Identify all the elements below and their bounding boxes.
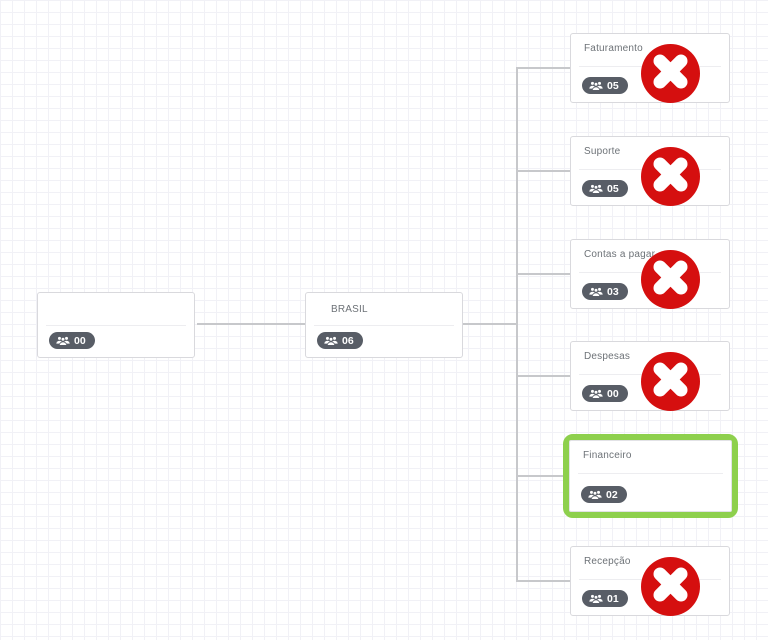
org-node-brasil[interactable]: BRASIL 06 [305, 292, 463, 358]
connector-branch-recepcao [517, 580, 570, 582]
node-title: Financeiro [583, 450, 632, 461]
users-group-icon [589, 81, 603, 91]
member-count-badge: 02 [581, 486, 627, 503]
node-divider [314, 325, 454, 326]
x-cross-icon [641, 248, 700, 312]
selected-node-highlight: Financeiro 02 [563, 434, 738, 518]
member-count: 00 [607, 387, 619, 400]
x-cross-icon [641, 350, 700, 414]
member-count-badge: 03 [582, 283, 628, 300]
users-group-icon [324, 336, 338, 346]
users-group-icon [588, 490, 602, 500]
x-cross-icon [641, 555, 700, 619]
node-title: Despesas [584, 351, 631, 362]
member-count-badge: 06 [317, 332, 363, 349]
org-node-despesas[interactable]: Despesas 00 [570, 341, 730, 411]
users-group-icon [589, 287, 603, 297]
delete-node-button[interactable] [641, 44, 700, 103]
x-cross-icon [641, 42, 700, 106]
member-count-badge: 05 [582, 180, 628, 197]
node-title: Recepção [584, 556, 631, 567]
node-divider [46, 325, 186, 326]
users-group-icon [589, 594, 603, 604]
users-group-icon [589, 389, 603, 399]
member-count: 05 [607, 79, 619, 92]
member-count: 02 [606, 488, 618, 501]
org-node-faturamento[interactable]: Faturamento 05 [570, 33, 730, 103]
member-count: 06 [342, 334, 354, 347]
delete-node-button[interactable] [641, 557, 700, 616]
connector-branch-despesas [517, 375, 570, 377]
member-count: 01 [607, 592, 619, 605]
node-title: Faturamento [584, 43, 643, 54]
member-count: 05 [607, 182, 619, 195]
member-count-badge: 05 [582, 77, 628, 94]
delete-node-button[interactable] [641, 352, 700, 411]
connector-branch-contas [517, 273, 570, 275]
x-cross-icon [641, 145, 700, 209]
connector-brasil-trunk [463, 323, 517, 325]
org-node-financeiro[interactable]: Financeiro 02 [569, 440, 732, 512]
users-group-icon [589, 184, 603, 194]
connector-branch-suporte [517, 170, 570, 172]
connector-branch-faturamento [517, 67, 570, 69]
org-node-contas-a-pagar[interactable]: Contas a pagar 03 [570, 239, 730, 309]
node-title: BRASIL [331, 304, 368, 315]
delete-node-button[interactable] [641, 147, 700, 206]
member-count-badge: 01 [582, 590, 628, 607]
org-node-recepcao[interactable]: Recepção 01 [570, 546, 730, 616]
member-count: 03 [607, 285, 619, 298]
org-node-suporte[interactable]: Suporte 05 [570, 136, 730, 206]
member-count-badge: 00 [582, 385, 628, 402]
connector-trunk [516, 67, 518, 582]
member-count: 00 [74, 334, 86, 347]
node-title: Suporte [584, 146, 621, 157]
connector-branch-financeiro [517, 475, 563, 477]
node-divider [578, 473, 723, 474]
member-count-badge: 00 [49, 332, 95, 349]
delete-node-button[interactable] [641, 250, 700, 309]
org-node-root[interactable]: 00 [37, 292, 195, 358]
users-group-icon [56, 336, 70, 346]
connector-root-brasil [197, 323, 305, 325]
node-title: Contas a pagar [584, 249, 656, 260]
